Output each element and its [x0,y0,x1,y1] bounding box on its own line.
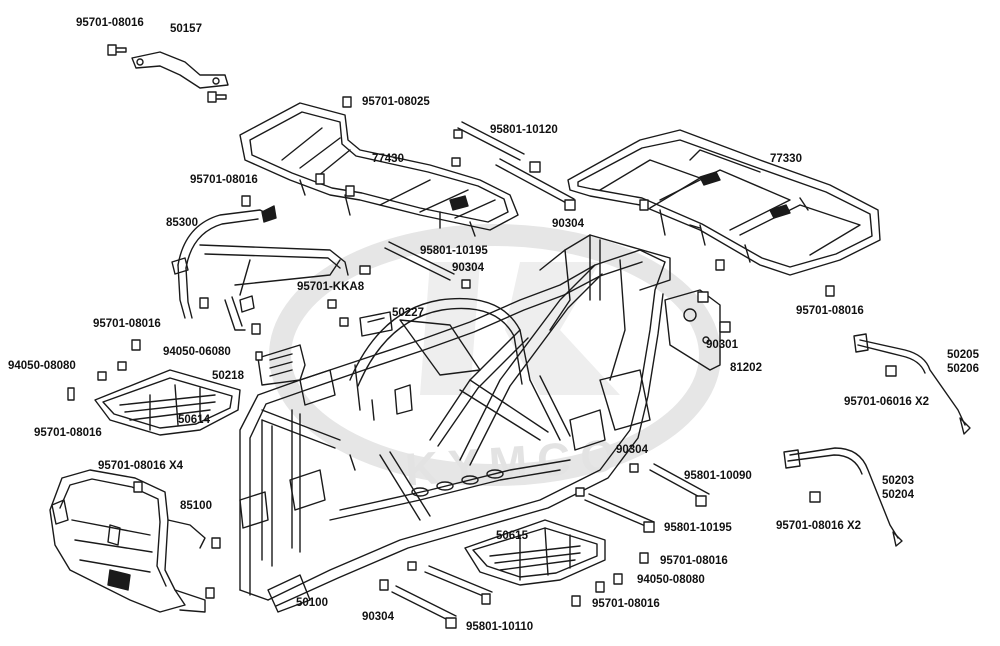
label-77430: 77430 [372,153,404,165]
label-95701-06016-x2: 95701-06016 X2 [844,396,930,408]
label-81202: 81202 [730,362,762,374]
plate-81202-drawing [664,289,721,371]
label-95701-08016: 95701-08016 [796,305,864,317]
label-95701-08016: 95701-08016 [76,17,144,29]
label-50157: 50157 [170,23,202,35]
label-50206: 50206 [947,363,979,375]
label-95701-08025: 95701-08025 [362,96,430,108]
label-85100: 85100 [180,500,212,512]
label-50614: 50614 [178,414,210,426]
long-bolts-drawing [384,121,710,623]
upper-bumper-drawing [171,205,349,331]
label-50203: 50203 [882,475,914,487]
label-50615: 50615 [496,530,528,542]
label-95701-08016: 95701-08016 [34,427,102,439]
label-95801-10120: 95801-10120 [490,124,558,136]
label-90304: 90304 [616,444,648,456]
rod-50205-drawing [853,333,971,435]
label-95701-08016: 95701-08016 [660,555,728,567]
label-90304: 90304 [362,611,394,623]
label-50204: 50204 [882,489,914,501]
label-94050-06080: 94050-06080 [163,346,231,358]
rear-rack-drawing [567,129,881,276]
front-rack-drawing [239,102,519,237]
label-90304: 90304 [452,262,484,274]
rod-50203-drawing [783,447,903,547]
label-50205: 50205 [947,349,979,361]
label-50100: 50100 [296,597,328,609]
fasteners-drawing [67,44,897,629]
label-90301: 90301 [706,339,738,351]
label-50227: 50227 [392,307,424,319]
label-94050-08080: 94050-08080 [637,574,705,586]
label-90304: 90304 [552,218,584,230]
label-77330: 77330 [770,153,802,165]
label-95701-08016: 95701-08016 [592,598,660,610]
label-95701-kka8: 95701-KKA8 [297,281,365,293]
right-footrest-drawing [464,519,606,586]
front-guard-drawing [49,469,206,613]
bracket-50157-drawing [131,51,229,89]
label-85300: 85300 [166,217,198,229]
label-95801-10195: 95801-10195 [420,245,488,257]
bracket-50227-drawing [359,311,393,337]
left-footrest-drawing [94,369,241,436]
label-95701-08016: 95701-08016 [190,174,258,186]
bracket-50218-drawing [257,344,306,386]
label-95801-10110: 95801-10110 [466,621,534,633]
label-95701-08016-x2: 95701-08016 X2 [776,520,862,532]
label-94050-08080: 94050-08080 [8,360,76,372]
label-95801-10090: 95801-10090 [684,470,752,482]
label-95801-10195: 95801-10195 [664,522,732,534]
label-50218: 50218 [212,370,244,382]
main-frame-drawing [239,234,671,613]
label-95701-08016-x4: 95701-08016 X4 [98,460,184,472]
label-95701-08016: 95701-08016 [93,318,161,330]
